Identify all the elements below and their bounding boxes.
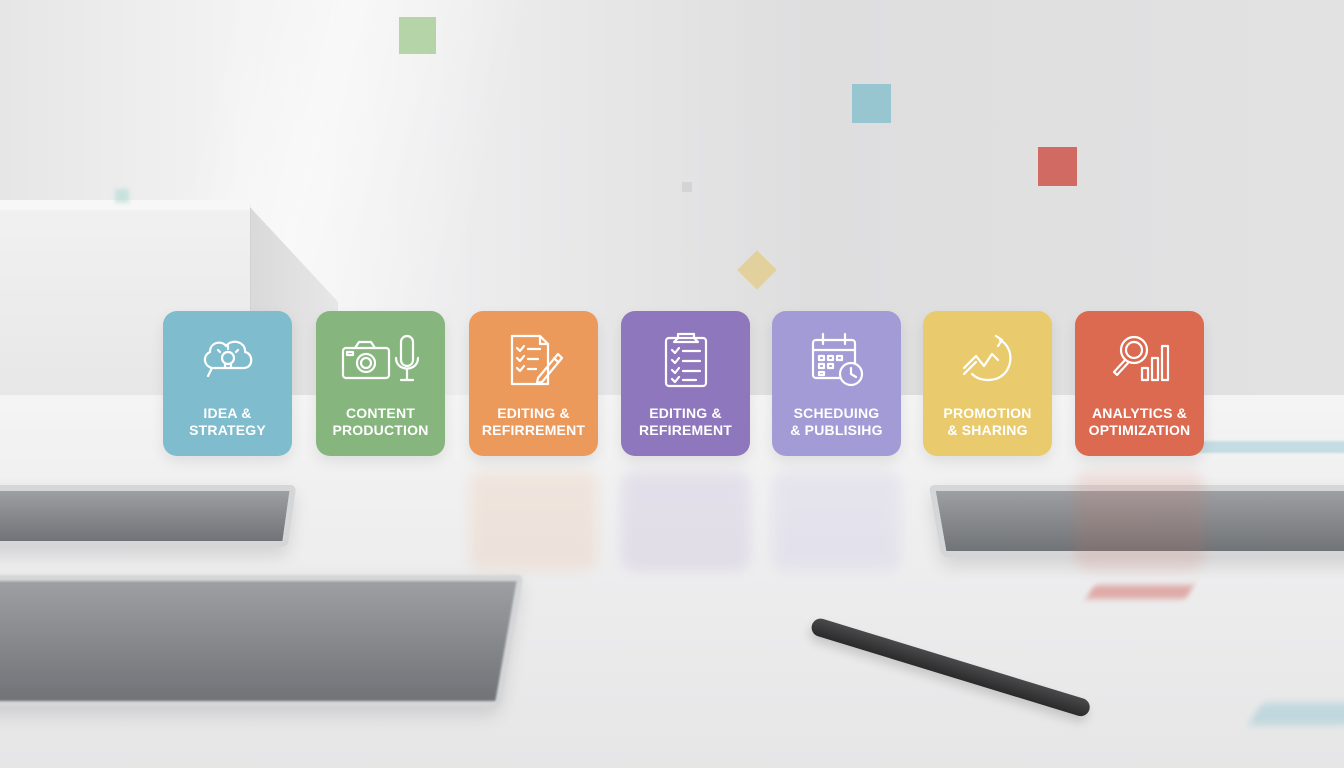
step-label-line1: ANALYTICS & xyxy=(1091,405,1188,421)
step-card-editing-refirrement: EDITING & REFIRREMENT xyxy=(469,311,598,456)
clipboard-checklist-icon xyxy=(654,328,718,392)
step-card-editing-refirement: EDITING & REFIREMENT xyxy=(621,311,750,456)
tablet-left xyxy=(0,485,297,547)
document-pencil-icon xyxy=(502,328,566,392)
step-label-line2: REFIRREMENT xyxy=(481,422,586,438)
card-reflection xyxy=(621,471,750,571)
step-label-line1: EDITING & xyxy=(497,405,570,421)
shelf-top xyxy=(0,200,250,210)
growth-arrow-icon xyxy=(956,328,1020,392)
step-label-line2: & PUBLISIHG xyxy=(790,422,883,438)
table-teal-strip-2 xyxy=(1248,703,1344,725)
step-label-line1: EDITING & xyxy=(649,405,722,421)
table-teal-strip xyxy=(1196,441,1344,453)
step-label-line1: IDEA & xyxy=(203,405,252,421)
lightbulb-cloud-icon xyxy=(196,328,260,392)
workflow-cards: IDEA & STRATEGY CONTENT PRODUCTION xyxy=(163,311,1204,571)
step-card-idea-strategy: IDEA & STRATEGY xyxy=(163,311,292,456)
step-label-line2: STRATEGY xyxy=(189,422,266,438)
step-label-line2: OPTIMIZATION xyxy=(1088,422,1191,438)
table-red-strip xyxy=(1085,585,1195,599)
step-label-line1: PROMOTION xyxy=(943,405,1032,421)
tablet-bottom-left xyxy=(0,575,524,707)
step-card-scheduling-publishing: SCHEDUING & PUBLISIHG xyxy=(772,311,901,456)
floating-green-square xyxy=(399,17,436,54)
search-analytics-icon xyxy=(1108,328,1172,392)
step-card-analytics-optimization: ANALYTICS & OPTIMIZATION xyxy=(1075,311,1204,456)
step-label-line2: PRODUCTION xyxy=(332,422,429,438)
card-reflection xyxy=(469,471,598,571)
step-label-line1: SCHEDUING xyxy=(793,405,880,421)
step-card-content-production: CONTENT PRODUCTION xyxy=(316,311,445,456)
floating-red-square xyxy=(1038,147,1077,186)
calendar-clock-icon xyxy=(805,328,869,392)
floating-small-square xyxy=(682,182,692,192)
step-card-promotion-sharing: PROMOTION & SHARING xyxy=(923,311,1052,456)
card-reflection xyxy=(772,471,901,571)
step-label-line2: & SHARING xyxy=(947,422,1028,438)
floating-mint-square xyxy=(115,189,129,203)
step-label-line2: REFIREMENT xyxy=(639,422,732,438)
card-reflection xyxy=(1075,471,1204,571)
floating-teal-square xyxy=(852,84,891,123)
camera-microphone-icon xyxy=(339,328,423,392)
step-label-line1: CONTENT xyxy=(345,405,416,421)
